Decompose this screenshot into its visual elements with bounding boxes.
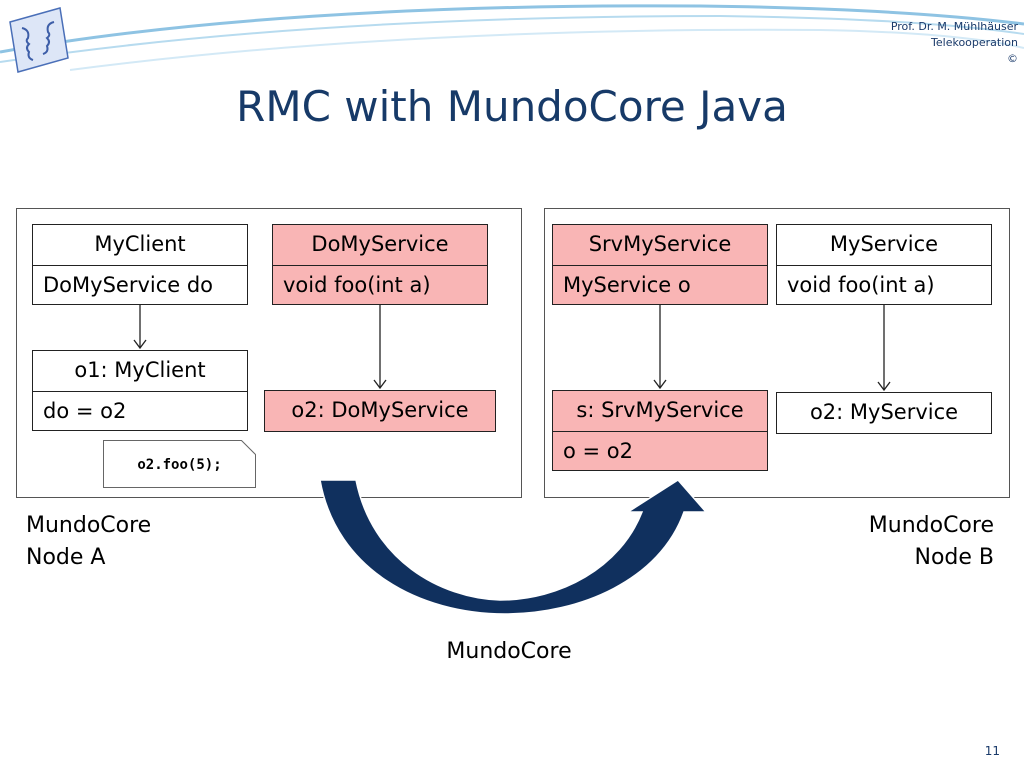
class-name: MyService (829, 232, 939, 256)
note-fold-corner (241, 440, 256, 455)
class-name: MyClient (94, 232, 186, 256)
class-attribute: DoMyService do (33, 265, 247, 305)
domyservice-class-box: DoMyService void foo(int a) (272, 224, 488, 305)
class-attribute: MyService o (553, 265, 767, 305)
o2-myservice-object-box: o2: MyService (776, 392, 992, 434)
instantiation-arrow-myclient (133, 305, 147, 350)
myservice-class-box: MyService void foo(int a) (776, 224, 992, 305)
object-name: o2: DoMyService (291, 398, 469, 422)
transport-label: MundoCore (446, 639, 572, 664)
profile-faces-logo-icon (9, 7, 69, 73)
header-swoosh-bottom (69, 28, 1024, 71)
object-name: o2: MyService (809, 400, 959, 424)
header-decoration (0, 4, 1024, 73)
class-name: DoMyService (311, 232, 449, 256)
node-a-caption-line2: Node A (26, 545, 106, 570)
copyright-mark: © (1007, 52, 1018, 65)
myclient-class-box: MyClient DoMyService do (32, 224, 248, 305)
mundocore-transport-arrow (319, 479, 708, 615)
node-b-caption-line1: MundoCore (868, 513, 994, 538)
o2-domyservice-object-box: o2: DoMyService (264, 390, 496, 432)
object-attribute: o = o2 (553, 431, 767, 471)
class-name: SrvMyService (588, 232, 732, 256)
instantiation-arrow-srvmyservice (653, 305, 667, 390)
page-number: 11 (984, 744, 1000, 758)
node-b-caption-line2: Node B (914, 545, 994, 570)
author-department: Telekooperation (931, 36, 1018, 49)
srvmyservice-class-box: SrvMyService MyService o (552, 224, 768, 305)
instantiation-arrow-myservice (877, 305, 891, 392)
object-attribute: do = o2 (33, 391, 247, 431)
s-srvmyservice-object-box: s: SrvMyService o = o2 (552, 390, 768, 471)
header-swoosh-middle (0, 14, 1024, 63)
call-note: o2.foo(5); (103, 440, 256, 488)
header-swoosh-top (0, 4, 1024, 54)
node-a-caption-line1: MundoCore (26, 513, 152, 538)
class-method: void foo(int a) (273, 265, 487, 305)
object-name: o1: MyClient (74, 358, 206, 382)
instantiation-arrow-domyservice (373, 305, 387, 390)
object-name: s: SrvMyService (576, 398, 744, 422)
slide-title: RMC with MundoCore Java (236, 82, 788, 131)
class-method: void foo(int a) (777, 265, 991, 305)
author-name: Prof. Dr. M. Mühlhäuser (890, 20, 1018, 33)
o1-object-box: o1: MyClient do = o2 (32, 350, 248, 431)
